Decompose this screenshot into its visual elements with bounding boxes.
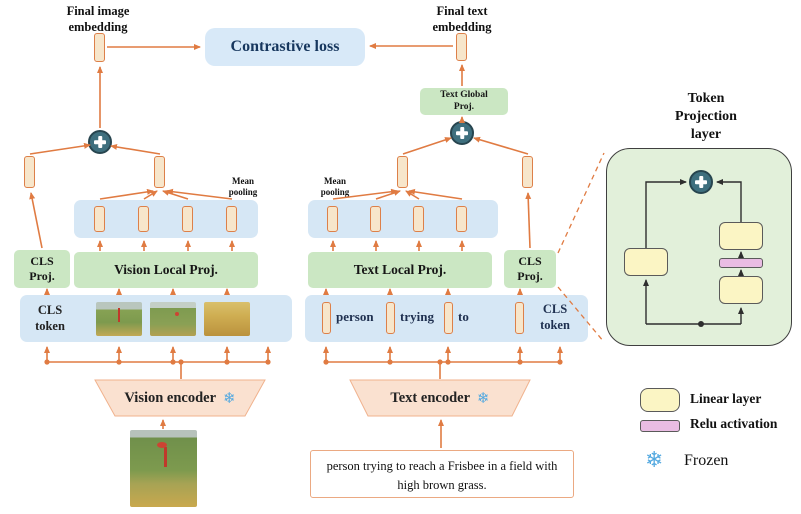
vision-token-row: CLS token	[20, 295, 292, 342]
linear-layer-box	[719, 222, 763, 250]
vision-sum-plus-icon	[88, 130, 112, 154]
legend-linear-label: Linear layer	[690, 391, 762, 406]
legend-frozen-label: Frozen	[684, 452, 729, 469]
legend-frozen-icon: ❄	[645, 448, 664, 473]
final-image-embedding-label: Final image embedding	[66, 4, 130, 34]
text-token-vector	[322, 302, 331, 334]
final-text-embedding-vector	[456, 33, 467, 61]
image-patch	[150, 302, 196, 336]
legend-linear-swatch	[640, 388, 680, 412]
patch-disc-detail	[175, 312, 180, 317]
text-token-word: to	[458, 309, 469, 324]
vision-cls-token-label: CLS token	[35, 303, 65, 333]
text-token-vector	[444, 302, 453, 334]
text-local-features-row	[308, 200, 498, 238]
text-mean-pooling-label: Mean pooling	[320, 176, 350, 197]
vision-local-proj-box: Vision Local Proj.	[74, 252, 258, 288]
text-encoder: Text encoder ❄	[350, 380, 530, 416]
linear-layer-box	[719, 276, 763, 304]
image-patch	[96, 302, 142, 336]
vision-encoder-label: Vision encoder	[124, 389, 217, 406]
text-token-vector	[386, 302, 395, 334]
text-sum-plus-icon	[450, 121, 474, 145]
vision-mean-pooling-label: Mean pooling	[228, 176, 258, 197]
image-patch	[204, 302, 250, 336]
text-feature-vector	[456, 206, 467, 232]
token-projection-title: Token Projection layer	[675, 91, 737, 143]
junction-dots	[44, 359, 563, 365]
text-global-proj-box: Text Global Proj.	[420, 88, 508, 115]
vision-feature-vector	[182, 206, 193, 232]
frisbee-pole-detail	[163, 446, 167, 467]
vision-pooled-vector	[154, 156, 165, 188]
text-local-proj-box: Text Local Proj.	[308, 252, 492, 288]
vision-cls-proj-box: CLS Proj.	[14, 250, 70, 288]
text-cls-token-label: CLS token	[540, 302, 570, 332]
patch-pole-detail	[118, 308, 121, 323]
vision-local-features-row	[74, 200, 258, 238]
frozen-snowflake-icon: ❄	[477, 389, 490, 407]
input-caption-box: person trying to reach a Frisbee in a fi…	[310, 450, 574, 498]
text-feature-vector	[327, 206, 338, 232]
vision-feature-vector	[138, 206, 149, 232]
text-feature-vector	[413, 206, 424, 232]
vision-encoder: Vision encoder ❄	[95, 380, 265, 416]
text-token-word: person	[336, 309, 374, 324]
text-encoder-label: Text encoder	[390, 389, 471, 406]
vision-feature-vector	[226, 206, 237, 232]
final-image-embedding-vector	[94, 33, 105, 62]
text-feature-vector	[370, 206, 381, 232]
text-cls-proj-box: CLS Proj.	[504, 250, 556, 288]
relu-activation-bar	[719, 258, 763, 268]
input-image	[130, 430, 197, 507]
text-token-row: person trying to CLS token	[305, 295, 588, 342]
legend-relu-label: Relu activation	[690, 416, 778, 431]
linear-layer-box	[624, 248, 668, 276]
contrastive-loss-box: Contrastive loss	[205, 28, 365, 66]
frozen-snowflake-icon: ❄	[223, 389, 236, 407]
vision-arrows	[29, 44, 271, 429]
text-cls-vector	[522, 156, 533, 188]
frisbee-disc-detail	[157, 442, 168, 449]
contrastive-loss-label: Contrastive loss	[230, 38, 340, 55]
text-token-word: trying	[400, 309, 434, 324]
text-cls-token-vector	[515, 302, 524, 334]
text-pooled-vector	[397, 156, 408, 188]
vision-feature-vector	[94, 206, 105, 232]
final-text-embedding-label: Final text embedding	[432, 4, 492, 34]
vision-cls-vector	[24, 156, 35, 188]
legend-relu-swatch	[640, 420, 680, 432]
projection-sum-plus-icon	[689, 170, 713, 194]
